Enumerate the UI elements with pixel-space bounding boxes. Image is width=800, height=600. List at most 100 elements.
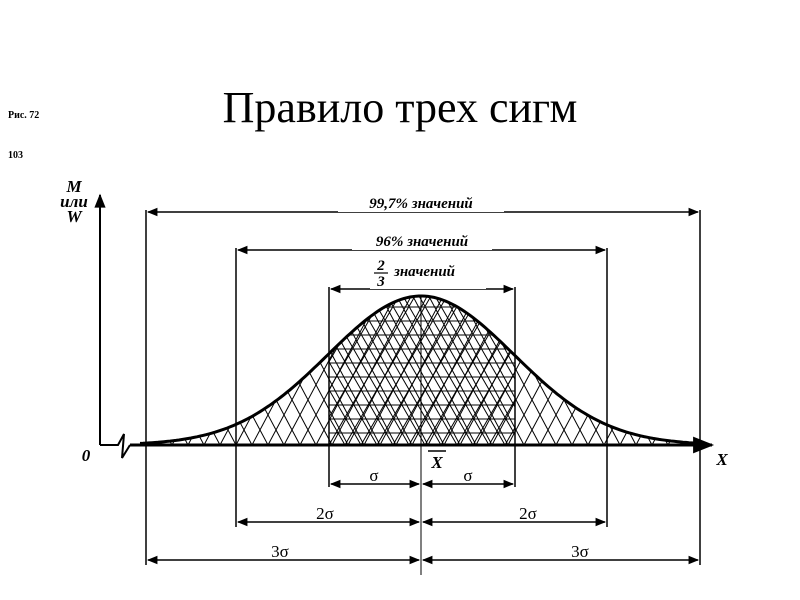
hatch-line <box>665 285 757 445</box>
hatch-line <box>150 296 237 445</box>
hatch-line <box>140 296 162 445</box>
hatch-line <box>235 296 322 445</box>
y-axis-label-m: M <box>65 177 82 196</box>
hatch-line <box>491 296 578 445</box>
hatch-line <box>621 285 713 445</box>
hatch-line <box>0 285 65 445</box>
hatch-line <box>155 296 242 445</box>
hatch-line <box>649 285 741 445</box>
hatch-line <box>140 296 157 445</box>
label-99-7-percent: 99,7% значений <box>369 196 473 212</box>
hatch-line <box>614 296 701 445</box>
y-axis-label-w: W <box>66 207 83 226</box>
hatch-line <box>486 296 573 445</box>
hatch-line <box>764 285 800 445</box>
hatch-line <box>733 285 800 445</box>
page-number: 103 <box>8 150 23 161</box>
hatch-line <box>475 296 562 445</box>
hatch-line <box>140 296 221 445</box>
hatch-line <box>93 285 185 445</box>
hatch-line <box>701 285 793 445</box>
hatch-line <box>717 285 800 445</box>
hatch-line <box>140 296 178 445</box>
hatch-line <box>0 285 37 445</box>
hatch-line <box>221 285 313 445</box>
hatch-line <box>651 296 705 445</box>
label-96-percent: 96% значений <box>376 234 468 250</box>
hatch-line <box>137 285 229 445</box>
hatch-line <box>759 285 800 445</box>
hatch-line <box>743 285 800 445</box>
hatch-line <box>0 285 89 445</box>
mean-label: X <box>430 453 443 472</box>
hatch-line <box>140 296 210 445</box>
hatch-line <box>0 285 41 445</box>
hatch-line <box>662 296 705 445</box>
hatch-line <box>617 285 709 445</box>
hatch-line <box>262 296 349 445</box>
hatch-line <box>791 285 800 445</box>
hatch-line <box>781 285 800 445</box>
hatch-line <box>603 296 690 445</box>
hatch-line <box>157 285 249 445</box>
hatched-area-tails <box>0 285 800 445</box>
hatch-line <box>329 296 378 445</box>
figure-reference: Рис. 72 <box>8 110 40 121</box>
hatch-line <box>125 285 217 445</box>
hatch-line <box>681 285 773 445</box>
hatch-line <box>41 285 133 445</box>
hatch-line <box>329 296 394 445</box>
hatch-line <box>444 296 515 445</box>
hatch-line <box>153 285 245 445</box>
hatch-line <box>428 296 515 445</box>
hatch-line <box>669 285 761 445</box>
hatch-line <box>422 296 509 445</box>
hatch-line <box>699 296 705 445</box>
hatch-line <box>589 285 681 445</box>
hatch-line <box>267 296 354 445</box>
hatch-line <box>29 285 121 445</box>
hatch-line <box>39 285 124 445</box>
fraction-numerator: 2 <box>376 258 385 274</box>
hatch-line <box>0 285 60 445</box>
hatch-line <box>678 296 705 445</box>
hatch-line <box>0 285 12 445</box>
hatch-line <box>57 285 149 445</box>
hatch-line <box>0 285 49 445</box>
hatch-line <box>283 296 370 445</box>
hatch-line <box>390 296 477 445</box>
hatch-line <box>329 296 362 445</box>
hatch-line <box>0 285 57 445</box>
label-2sigma-left: 2σ <box>316 504 334 523</box>
hatch-line <box>189 285 281 445</box>
x-axis-label: X <box>715 450 728 469</box>
hatch-line <box>454 296 541 445</box>
hatch-line <box>508 296 515 445</box>
hatch-line <box>727 285 800 445</box>
hatch-line <box>23 285 108 445</box>
normal-distribution-curve <box>139 294 705 445</box>
hatch-line <box>571 296 658 445</box>
hatch-line <box>775 285 800 445</box>
hatch-line <box>550 296 637 445</box>
hatch-line <box>713 285 800 445</box>
hatch-line <box>0 285 21 445</box>
hatch-line <box>630 296 705 445</box>
hatch-line <box>140 296 205 445</box>
hatch-line <box>748 285 800 445</box>
hatch-line <box>77 285 169 445</box>
hatch-line <box>25 285 117 445</box>
hatch-line <box>374 296 461 445</box>
hatch-line <box>667 296 705 445</box>
hatch-line <box>635 296 705 445</box>
hatch-line <box>251 296 338 445</box>
hatch-line <box>541 285 633 445</box>
hatch-line <box>732 285 800 445</box>
hatch-line <box>765 285 800 445</box>
hatch-line <box>539 296 626 445</box>
hatch-line <box>796 285 800 445</box>
hatch-line <box>412 296 506 445</box>
hatch-line <box>214 296 301 445</box>
hatch-line <box>182 296 269 445</box>
